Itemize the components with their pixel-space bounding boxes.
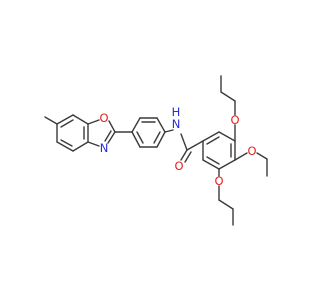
bond: [87, 141, 100, 147]
ring-nitrogen-label: N: [100, 141, 109, 155]
double-bond-inner: [104, 130, 112, 142]
atom-labels: O N N H O O O O: [99, 105, 256, 188]
bond: [107, 131, 116, 144]
bond: [156, 131, 166, 148]
bond: [218, 159, 236, 170]
bond: [186, 140, 204, 151]
bond: [108, 120, 116, 133]
double-bond-inner: [206, 136, 220, 145]
bond: [218, 199, 234, 210]
ethoxy-oxygen-top-label: O: [230, 113, 239, 127]
double-bond-inner: [60, 139, 73, 147]
background: [0, 0, 300, 300]
bond: [72, 141, 89, 152]
bond: [56, 114, 74, 125]
bond: [87, 119, 100, 125]
bond: [180, 149, 188, 161]
double-bond-inner: [153, 131, 161, 144]
ring-oxygen-label: O: [99, 111, 108, 125]
bond: [164, 129, 174, 133]
ethoxy-oxygen-bottom-label: O: [214, 174, 223, 188]
molecule-canvas: O N N H O O O O: [0, 0, 300, 300]
methyl-bond: [44, 116, 58, 125]
ethoxy-oxygen-middle-label: O: [247, 144, 256, 158]
bond: [180, 133, 188, 151]
bond: [131, 131, 141, 148]
bond: [72, 114, 89, 125]
bond: [156, 117, 166, 133]
bond: [218, 131, 236, 142]
double-bond: [184, 151, 192, 163]
structure-drawing: O N N H O O O O: [0, 0, 300, 300]
double-bond-inner: [206, 156, 220, 165]
double-bond-inner: [136, 131, 144, 144]
bond: [256, 152, 268, 160]
bonds: [44, 75, 268, 226]
bond: [202, 159, 220, 170]
carbonyl-oxygen-label: O: [174, 159, 183, 173]
bond: [131, 117, 141, 133]
bond: [220, 91, 236, 102]
amide-hydrogen-label: H: [172, 105, 181, 119]
bond: [202, 131, 220, 142]
bond: [56, 141, 74, 152]
double-bond-inner: [60, 119, 74, 128]
bond: [234, 152, 248, 161]
amide-nitrogen-label: N: [172, 117, 181, 131]
